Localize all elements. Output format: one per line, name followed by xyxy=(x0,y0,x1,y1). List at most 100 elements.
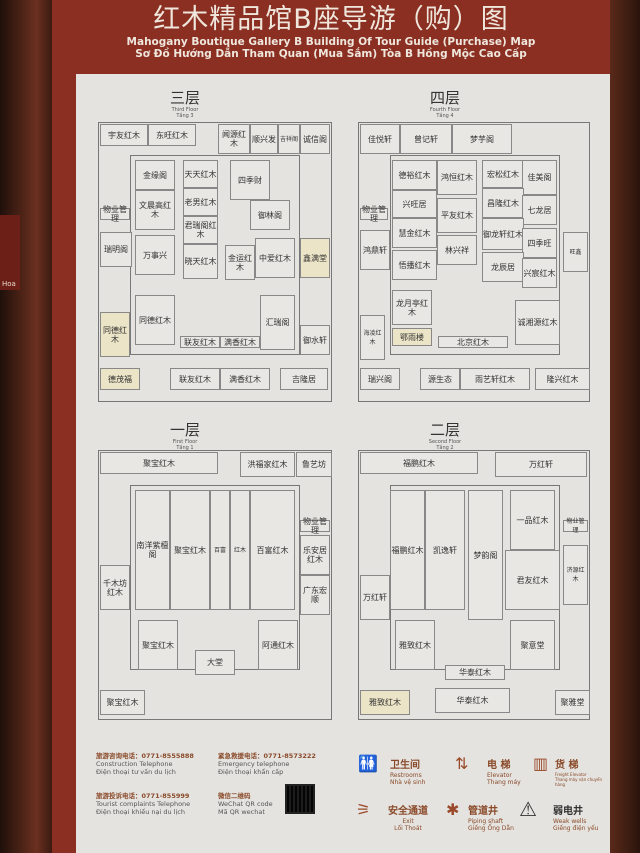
third-floor-shop[interactable]: 闻源红木 xyxy=(218,124,250,154)
first-floor-shop[interactable]: 聚宝红木 xyxy=(100,452,218,474)
third-floor-shop[interactable]: 联友红木 xyxy=(170,368,220,390)
third-floor-shop[interactable]: 老男红木 xyxy=(183,188,218,216)
third-floor-shop[interactable]: 御水轩 xyxy=(300,325,330,355)
wechat-qr-label: 微信二维码 WeChat QR code Mã QR wechat xyxy=(218,792,273,816)
second-floor-shop[interactable]: 聚意堂 xyxy=(510,620,555,670)
third-floor-shop[interactable]: 文晨高红木 xyxy=(135,190,175,230)
first-floor-shop[interactable]: 红木 xyxy=(230,490,250,610)
first-floor-shop[interactable]: 聚宝红木 xyxy=(100,690,145,715)
first-floor-shop[interactable]: 聚宝红木 xyxy=(170,490,210,610)
title-vietnamese: Sơ Đồ Hướng Dẫn Tham Quan (Mua Sắm) Tòa … xyxy=(135,48,527,60)
third-floor-shop[interactable]: 宇友红木 xyxy=(100,124,148,146)
third-floor-shop[interactable]: 满香红木 xyxy=(220,368,270,390)
second-floor-shop[interactable]: 雅致红木 xyxy=(360,690,410,715)
third-floor-shop[interactable]: 金运红木 xyxy=(225,245,255,280)
fourth-floor-shop[interactable]: 瑞兴阁 xyxy=(360,368,400,390)
legend-label: 弱电井 xyxy=(553,806,583,817)
fourth-floor-shop[interactable]: 慧金红木 xyxy=(392,218,437,248)
fourth-floor-shop[interactable]: 佳悦轩 xyxy=(360,124,400,154)
third-floor-shop[interactable]: 同德红木 xyxy=(135,295,175,345)
fourth-floor-shop[interactable]: 平友红木 xyxy=(437,198,477,233)
second-floor-shop[interactable]: 华泰红木 xyxy=(435,688,510,713)
third-floor-shop[interactable]: 君瑞阁红木 xyxy=(183,216,218,244)
fourth-floor-shop[interactable]: 北京红木 xyxy=(438,336,508,348)
second-floor-shop[interactable]: 凯逸轩 xyxy=(425,490,465,610)
emergency-en: Emergency telephone xyxy=(218,760,290,768)
third-floor-shop[interactable]: 满香红木 xyxy=(220,336,260,348)
third-floor-shop[interactable]: 晓天红木 xyxy=(183,244,218,279)
fourth-floor-shop[interactable]: 隆兴红木 xyxy=(535,368,590,390)
first-floor-shop[interactable]: 聚宝红木 xyxy=(138,620,178,670)
fourth-floor-shop[interactable]: 四季旺 xyxy=(522,228,557,258)
second-floor-shop[interactable]: 雅致红木 xyxy=(395,620,435,670)
legend-elevator: ⇅ 电 梯 Elevator Thang máy xyxy=(455,756,521,787)
fourth-floor-shop[interactable]: 兴旺居 xyxy=(392,190,437,218)
second-floor-shop[interactable]: 万红轩 xyxy=(360,575,390,620)
fourth-floor-shop[interactable]: 佳美阁 xyxy=(522,160,557,195)
fourth-floor-shop[interactable]: 宏松红木 xyxy=(482,160,524,188)
fourth-floor-shop[interactable]: 海凌红木 xyxy=(360,315,385,360)
third-floor-shop[interactable]: 同德红木 xyxy=(100,312,130,357)
fourth-floor-shop[interactable]: 昌隆红木 xyxy=(482,188,524,218)
fourth-floor-shop[interactable]: 七龙居 xyxy=(522,195,557,225)
fourth-floor-shop[interactable]: 龙月亭红木 xyxy=(392,290,432,325)
second-floor-shop[interactable]: 一品红木 xyxy=(510,490,555,550)
second-floor-shop[interactable]: 福鹏红木 xyxy=(390,490,425,610)
third-floor-shop[interactable]: 御林阁 xyxy=(250,200,290,230)
third-floor-shop[interactable]: 吉隆居 xyxy=(280,368,328,390)
second-floor-shop[interactable]: 物业管理 xyxy=(563,518,588,534)
fourth-floor-shop[interactable]: 鸿鼎轩 xyxy=(360,230,390,270)
first-floor-shop[interactable]: 百富 xyxy=(210,490,230,610)
wechat-qr-code[interactable] xyxy=(285,784,315,814)
third-floor-shop[interactable]: 德茂福 xyxy=(100,368,140,390)
first-floor-shop[interactable]: 洪福家红木 xyxy=(240,452,295,477)
second-floor-shop[interactable]: 君友红木 xyxy=(505,550,560,610)
first-floor-shop[interactable]: 大堂 xyxy=(195,650,235,675)
fourth-floor-shop[interactable]: 御龙轩红木 xyxy=(482,218,524,250)
first-floor-shop[interactable]: 千木坊红木 xyxy=(100,565,130,610)
third-floor-shop[interactable]: 鑫满堂 xyxy=(300,238,330,278)
floor-label-vn: Tầng 3 xyxy=(176,113,194,119)
fourth-floor-shop[interactable]: 源生态 xyxy=(420,368,460,390)
third-floor-shop[interactable]: 万事兴 xyxy=(135,235,175,275)
first-floor-shop[interactable]: 广东宏顺 xyxy=(300,575,330,615)
second-floor-shop[interactable]: 聚雅堂 xyxy=(555,690,590,715)
fourth-floor-shop[interactable]: 德裕红木 xyxy=(392,160,437,190)
fourth-floor-shop[interactable]: 诚湘源红木 xyxy=(515,300,560,345)
fourth-floor-shop[interactable]: 兴宸红木 xyxy=(522,258,557,288)
fourth-floor-shop[interactable]: 梦芋阁 xyxy=(452,124,512,154)
fourth-floor-shop[interactable]: 鄂雨楼 xyxy=(392,328,432,346)
first-floor-shop[interactable]: 百富红木 xyxy=(250,490,295,610)
third-floor-shop[interactable]: 物业管理 xyxy=(100,205,130,223)
second-floor-shop[interactable]: 梦韵阁 xyxy=(468,490,503,620)
fourth-floor-shop[interactable]: 龙辰居 xyxy=(482,252,524,282)
first-floor-shop[interactable]: 物业管理 xyxy=(300,517,330,535)
third-floor-shop[interactable]: 诚信阁 xyxy=(300,124,330,154)
third-floor-shop[interactable]: 金缘阁 xyxy=(135,160,175,190)
first-floor-shop[interactable]: 南洋紫檀阁 xyxy=(135,490,170,610)
legend-en: Piping shaft xyxy=(468,818,504,825)
second-floor-shop[interactable]: 华泰红木 xyxy=(445,665,505,680)
second-floor-shop[interactable]: 万红轩 xyxy=(495,452,587,477)
fourth-floor-shop[interactable]: 鸿恒红木 xyxy=(437,160,477,195)
second-floor-shop[interactable]: 福鹏红木 xyxy=(360,452,478,474)
fourth-floor-shop[interactable]: 雨艺轩红木 xyxy=(460,368,530,390)
fourth-floor-shop[interactable]: 悟播红木 xyxy=(392,250,437,280)
third-floor-shop[interactable]: 天天红木 xyxy=(183,160,218,188)
first-floor-shop[interactable]: 鲁艺坊 xyxy=(296,452,332,477)
fourth-floor-shop[interactable]: 林兴祥 xyxy=(437,235,477,265)
first-floor-shop[interactable]: 阿通红木 xyxy=(258,620,298,670)
third-floor-shop[interactable]: 中爱红木 xyxy=(255,238,295,278)
first-floor-shop[interactable]: 乐安居红木 xyxy=(300,535,330,575)
fourth-floor-shop[interactable]: 曾记轩 xyxy=(400,124,452,154)
third-floor-shop[interactable]: 四季财 xyxy=(230,160,270,200)
third-floor-shop[interactable]: 联友红木 xyxy=(180,336,220,348)
third-floor-shop[interactable]: 吉祥阁 xyxy=(278,124,300,154)
third-floor-shop[interactable]: 汇瑞阁 xyxy=(260,295,295,350)
third-floor-shop[interactable]: 瑞明阁 xyxy=(100,232,132,267)
third-floor-shop[interactable]: 顺兴发 xyxy=(250,124,278,154)
fourth-floor-shop[interactable]: 旺鑫 xyxy=(563,232,588,272)
second-floor-shop[interactable]: 济源红木 xyxy=(563,545,588,605)
fourth-floor-shop[interactable]: 物业管理 xyxy=(360,205,388,223)
third-floor-shop[interactable]: 东旺红木 xyxy=(148,124,196,146)
